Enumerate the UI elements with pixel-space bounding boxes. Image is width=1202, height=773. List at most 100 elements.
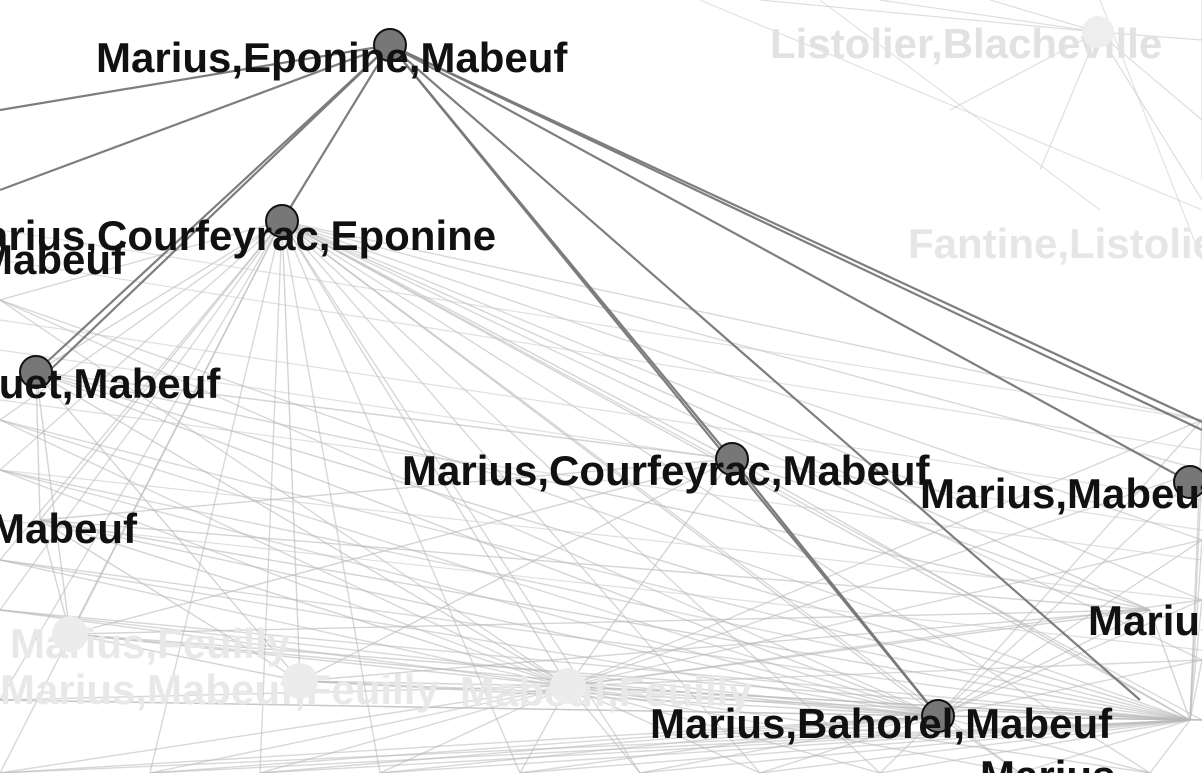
faded-node[interactable] xyxy=(1082,16,1114,48)
background-edge xyxy=(0,220,283,421)
background-edge xyxy=(0,559,939,717)
background-edge xyxy=(39,458,733,521)
background-edge xyxy=(1149,609,1191,721)
node-label: Marius,Courfeyrac,Mabeuf xyxy=(402,447,930,494)
background-edge xyxy=(639,715,939,773)
background-edge xyxy=(1189,469,1202,721)
node-label: Marius xyxy=(980,752,1115,773)
background-edge xyxy=(731,458,1151,611)
highlighted-edge xyxy=(0,43,391,112)
background-edge xyxy=(0,719,1191,773)
background-edge xyxy=(519,719,1191,773)
background-edge xyxy=(0,715,939,773)
background-edge xyxy=(281,220,1151,611)
background-edge xyxy=(35,371,569,687)
highlighted-edge xyxy=(0,43,391,192)
faded-node[interactable] xyxy=(550,668,586,704)
background-edge xyxy=(1019,719,1191,773)
background-edge xyxy=(39,519,1151,611)
background-edge xyxy=(0,419,1191,721)
background-edge xyxy=(937,715,1191,721)
background-edge xyxy=(937,599,1202,717)
background-edge xyxy=(281,220,1202,471)
background-edge xyxy=(0,220,283,561)
background-edge xyxy=(379,719,1191,773)
background-edge xyxy=(69,609,1151,635)
background-edge xyxy=(567,685,1191,721)
background-edge xyxy=(0,399,1202,561)
graph-node[interactable] xyxy=(921,699,955,733)
highlighted-edge xyxy=(731,458,939,717)
background-edge xyxy=(1189,599,1202,721)
background-edge xyxy=(281,220,301,682)
background-edge xyxy=(879,719,1191,773)
background-edge xyxy=(35,220,283,373)
background-edge xyxy=(0,220,283,471)
background-edge xyxy=(259,220,283,773)
graph-node[interactable] xyxy=(715,442,749,476)
background-edge xyxy=(0,469,1191,721)
background-edge xyxy=(69,633,1191,721)
faded-node-label: Fantine,Listolier xyxy=(908,220,1202,267)
background-edge xyxy=(35,371,939,717)
background-edge xyxy=(299,680,569,687)
background-edge xyxy=(259,715,939,773)
background-edge xyxy=(1189,659,1202,721)
background-edge xyxy=(259,719,1191,773)
background-edge xyxy=(0,220,283,301)
background-edge xyxy=(69,633,301,682)
highlighted-edge xyxy=(47,44,391,373)
background-edge xyxy=(379,715,939,773)
background-edge xyxy=(0,299,1191,721)
background-edge xyxy=(281,220,1202,661)
faded-node[interactable] xyxy=(282,663,318,699)
background-edge xyxy=(149,719,1191,773)
background-edge xyxy=(1039,31,1099,171)
graph-node[interactable] xyxy=(265,204,299,238)
background-edge xyxy=(379,685,569,773)
background-edge xyxy=(0,299,939,717)
highlighted-edge xyxy=(389,44,1202,431)
background-edge xyxy=(0,609,1191,721)
background-edge xyxy=(0,685,569,773)
highlighted-edge xyxy=(389,44,1191,483)
background-edge xyxy=(0,229,1202,421)
highlighted-edge xyxy=(389,44,939,717)
background-edge xyxy=(759,0,1099,33)
graph-node[interactable] xyxy=(373,28,407,62)
background-edge xyxy=(1189,539,1202,721)
background-edge xyxy=(281,220,1202,541)
node-label: Mabeuf xyxy=(0,236,126,283)
node-labels: Marius,Eponine,Mabeuf Marius,Courfeyrac,… xyxy=(0,34,1202,773)
node-label: Mabeuf xyxy=(0,505,138,552)
background-edge xyxy=(39,519,1191,721)
background-edge xyxy=(567,458,733,687)
background-edge xyxy=(989,0,1099,33)
background-edge xyxy=(0,259,1202,451)
faded-node-label: Mabeuf,Feuilly xyxy=(460,668,752,715)
background-edge xyxy=(0,519,1202,651)
background-edge xyxy=(639,719,1191,773)
background-edge xyxy=(281,220,1202,421)
highlighted-edge xyxy=(281,44,391,222)
background-edge xyxy=(0,419,569,687)
background-edge xyxy=(759,715,939,773)
background-edge xyxy=(567,685,881,773)
background-edge xyxy=(281,220,521,773)
faded-node[interactable] xyxy=(52,616,88,652)
background-edge xyxy=(39,519,569,687)
highlighted-edges xyxy=(0,43,1202,717)
background-edge xyxy=(0,609,569,687)
background-edge xyxy=(699,0,1202,211)
background-edge xyxy=(1097,31,1202,41)
background-edge xyxy=(879,0,1099,33)
background-edge xyxy=(281,220,1202,601)
background-edge xyxy=(149,220,283,773)
background-edge xyxy=(299,680,939,717)
graph-node[interactable] xyxy=(19,355,53,389)
background-edge xyxy=(1149,719,1191,773)
graph-node[interactable] xyxy=(1173,465,1202,499)
background-edge xyxy=(567,659,1202,687)
faded-nodes: Listolier,Blacheville Fantine,Listolier … xyxy=(0,16,1202,715)
